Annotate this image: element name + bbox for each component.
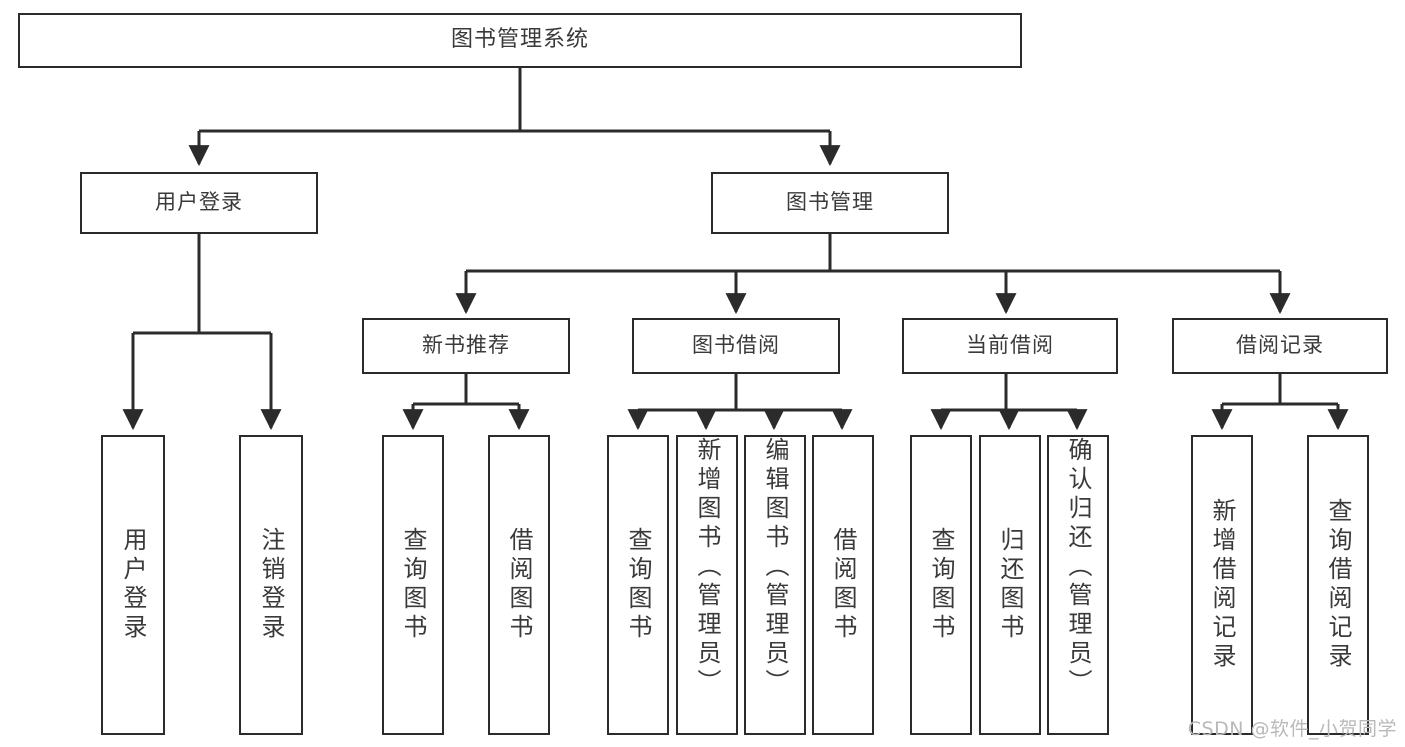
node-label: 归还图书 bbox=[996, 527, 1024, 643]
node-label: 图书管理 bbox=[786, 190, 874, 215]
node-label: 新增图书（管理员） bbox=[693, 437, 721, 698]
node-label: 编辑图书（管理员） bbox=[761, 437, 789, 698]
node-leaf-return-book[interactable]: 归还图书 bbox=[979, 435, 1041, 735]
node-book-manage[interactable]: 图书管理 bbox=[711, 172, 949, 234]
node-label: 查询图书 bbox=[624, 527, 652, 643]
node-label: 用户登录 bbox=[155, 190, 243, 215]
node-book-management-system[interactable]: 图书管理系统 bbox=[18, 13, 1022, 68]
node-leaf-query-book-current[interactable]: 查询图书 bbox=[910, 435, 972, 735]
node-label: 新书推荐 bbox=[422, 333, 510, 358]
node-current-borrow[interactable]: 当前借阅 bbox=[902, 318, 1118, 374]
node-label: 借阅图书 bbox=[505, 527, 533, 643]
node-leaf-edit-book[interactable]: 编辑图书（管理员） bbox=[744, 435, 806, 735]
node-leaf-user-login[interactable]: 用户登录 bbox=[101, 435, 165, 735]
node-leaf-borrow-book-borrow[interactable]: 借阅图书 bbox=[812, 435, 874, 735]
node-borrow-record[interactable]: 借阅记录 bbox=[1172, 318, 1388, 374]
node-label: 用户登录 bbox=[119, 527, 147, 643]
node-leaf-confirm-return[interactable]: 确认归还（管理员） bbox=[1047, 435, 1109, 735]
node-label: 当前借阅 bbox=[966, 333, 1054, 358]
node-label: 查询图书 bbox=[927, 527, 955, 643]
node-new-book-recommend[interactable]: 新书推荐 bbox=[362, 318, 570, 374]
node-label: 借阅图书 bbox=[829, 527, 857, 643]
node-leaf-query-book-recommend[interactable]: 查询图书 bbox=[382, 435, 444, 735]
node-label: 借阅记录 bbox=[1236, 333, 1324, 358]
node-user-login[interactable]: 用户登录 bbox=[80, 172, 318, 234]
node-label: 注销登录 bbox=[257, 527, 285, 643]
node-book-borrow[interactable]: 图书借阅 bbox=[632, 318, 840, 374]
node-leaf-add-borrow-record[interactable]: 新增借阅记录 bbox=[1191, 435, 1253, 735]
node-leaf-query-borrow-record[interactable]: 查询借阅记录 bbox=[1307, 435, 1369, 735]
node-label: 图书管理系统 bbox=[450, 27, 589, 53]
node-leaf-add-book[interactable]: 新增图书（管理员） bbox=[676, 435, 738, 735]
node-leaf-logout-login[interactable]: 注销登录 bbox=[239, 435, 303, 735]
node-leaf-query-book-borrow[interactable]: 查询图书 bbox=[607, 435, 669, 735]
node-label: 图书借阅 bbox=[692, 333, 780, 358]
node-label: 查询借阅记录 bbox=[1324, 498, 1352, 672]
node-leaf-borrow-book-recommend[interactable]: 借阅图书 bbox=[488, 435, 550, 735]
node-label: 查询图书 bbox=[399, 527, 427, 643]
node-label: 新增借阅记录 bbox=[1208, 498, 1236, 672]
node-label: 确认归还（管理员） bbox=[1064, 437, 1092, 698]
